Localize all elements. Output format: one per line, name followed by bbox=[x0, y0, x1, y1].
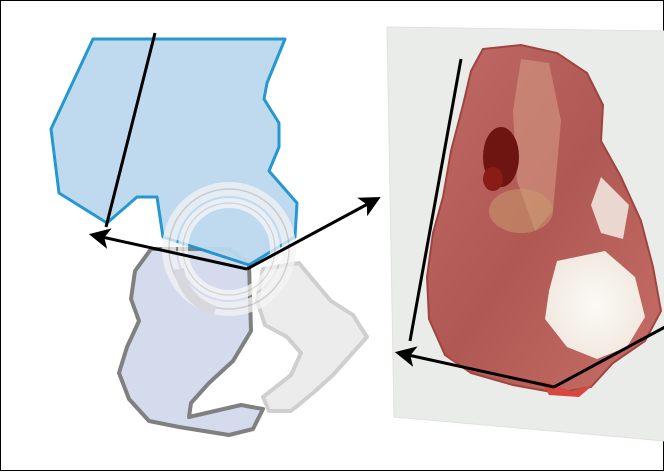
specimen-photograph bbox=[387, 27, 664, 441]
pelvis-schematic bbox=[51, 33, 377, 435]
